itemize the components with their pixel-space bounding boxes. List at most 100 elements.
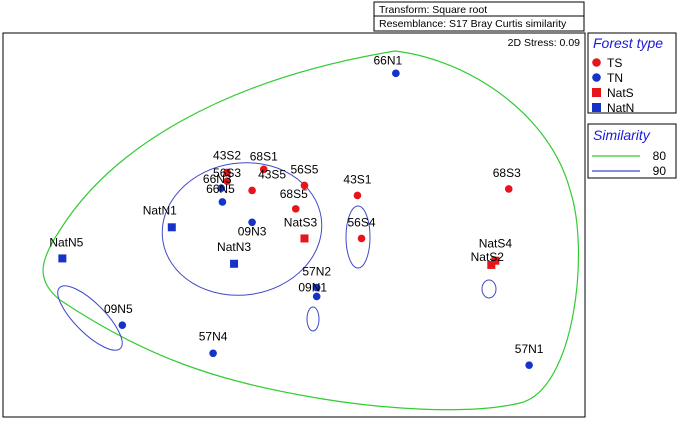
- legend-entry-natn: NatN: [592, 101, 634, 115]
- point-marker: [223, 168, 231, 177]
- legend-similarity-title: Similarity: [593, 127, 651, 143]
- contour-90-43s1-56s4: [345, 205, 371, 269]
- point-43s1: 43S1: [343, 172, 372, 200]
- point-label: NatN3: [217, 240, 251, 254]
- point-57n4: 57N4: [199, 329, 228, 358]
- point-marker: [312, 283, 321, 292]
- point-label: NatS3: [284, 215, 318, 229]
- legend-label: 80: [653, 149, 667, 163]
- legend-entry-sim-80: 80: [592, 149, 666, 163]
- point-label: 09N3: [238, 224, 267, 238]
- point-marker: [230, 259, 239, 268]
- legend-marker: [592, 88, 601, 97]
- point-marker: [392, 69, 400, 78]
- legend-label: 90: [653, 164, 667, 178]
- point-label: 66N1: [374, 53, 403, 67]
- point-label: 56S4: [347, 215, 375, 229]
- point-marker: [218, 198, 227, 206]
- point-43s5: 43S5: [248, 167, 286, 195]
- point-marker: [312, 292, 321, 301]
- contour-80: [42, 50, 580, 411]
- point-label: 57N2: [302, 265, 331, 279]
- point-marker: [300, 234, 309, 243]
- point-marker: [259, 165, 268, 174]
- point-marker: [248, 218, 256, 227]
- point-label: 56S3: [213, 166, 241, 180]
- point-68s3: 68S3: [493, 166, 521, 193]
- point-label: 43S2: [213, 148, 241, 162]
- point-natn3: NatN3: [217, 240, 251, 268]
- point-marker: [248, 186, 256, 195]
- point-marker: [525, 361, 533, 369]
- stress-label: 2D Stress: 0.09: [508, 37, 581, 49]
- point-marker: [491, 256, 500, 265]
- point-label: 68S5: [280, 187, 308, 201]
- point-marker: [58, 254, 67, 263]
- point-66n1: 66N1: [374, 53, 403, 78]
- point-marker: [300, 181, 309, 190]
- point-09n1: 09N1: [298, 280, 327, 301]
- point-09n5: 09N5: [104, 302, 133, 330]
- legend-entry-tn: TN: [592, 71, 623, 85]
- point-43s2: 43S2: [213, 148, 241, 177]
- point-label: 66N5: [206, 182, 235, 196]
- transform-label: Transform: Square root: [379, 4, 487, 16]
- point-marker: [118, 321, 127, 330]
- legend-label: TS: [607, 56, 622, 70]
- resemblance-label: Resemblance: S17 Bray Curtis similarity: [379, 18, 567, 30]
- contour-90-57n2-09n1: [306, 306, 320, 332]
- legend-marker: [592, 73, 601, 82]
- point-marker: [209, 349, 217, 358]
- point-label: 09N5: [104, 302, 133, 316]
- legend-marker: [592, 103, 601, 112]
- point-natn1: NatN1: [143, 203, 177, 232]
- point-68s1: 68S1: [250, 149, 278, 174]
- point-56s5: 56S5: [290, 162, 319, 190]
- legend-label: NatN: [607, 101, 634, 115]
- point-68s5: 68S5: [280, 187, 308, 213]
- point-nats2: NatS2: [471, 250, 505, 269]
- header-box: Transform: Square root Resemblance: S17 …: [373, 1, 585, 32]
- legend-forest-title: Forest type: [593, 35, 663, 51]
- legend-entry-sim-90: 90: [592, 164, 666, 178]
- point-66n3: 66N3: [203, 172, 232, 192]
- legend-entry-ts: TS: [592, 56, 622, 70]
- point-66n5: 66N5: [206, 182, 235, 206]
- contour-90-main: [161, 162, 323, 296]
- point-label: 09N1: [298, 280, 327, 294]
- point-label: 57N4: [199, 329, 228, 343]
- point-label: NatN5: [49, 235, 83, 249]
- legend-label: TN: [607, 71, 623, 85]
- point-57n2: 57N2: [302, 265, 331, 292]
- point-56s3: 56S3: [213, 166, 241, 186]
- point-natn5: NatN5: [49, 235, 84, 263]
- point-56s4: 56S4: [347, 215, 376, 243]
- point-marker: [504, 185, 513, 193]
- point-label: 57N1: [515, 342, 544, 356]
- point-marker: [223, 177, 231, 186]
- point-09n3: 09N3: [238, 218, 267, 238]
- point-marker: [353, 191, 362, 200]
- point-label: 43S5: [258, 167, 286, 181]
- point-marker: [487, 260, 496, 269]
- legend-marker: [592, 58, 601, 67]
- contour-90-natn5-09n5: [57, 285, 123, 351]
- point-marker: [357, 234, 366, 243]
- point-label: NatS4: [479, 237, 513, 251]
- point-label: NatS2: [471, 250, 505, 264]
- point-nats3: NatS3: [284, 215, 318, 243]
- plot-frame: [2, 32, 586, 418]
- point-label: 43S1: [343, 172, 371, 186]
- legend-entry-nats: NatS: [592, 86, 634, 100]
- point-label: 68S1: [250, 149, 278, 163]
- point-marker: [167, 223, 176, 232]
- point-label: 66N3: [203, 172, 232, 186]
- point-57n1: 57N1: [515, 342, 544, 369]
- point-marker: [217, 184, 226, 192]
- similarity-contours: [42, 50, 580, 411]
- point-marker: [291, 205, 300, 213]
- legend-label: NatS: [607, 86, 634, 100]
